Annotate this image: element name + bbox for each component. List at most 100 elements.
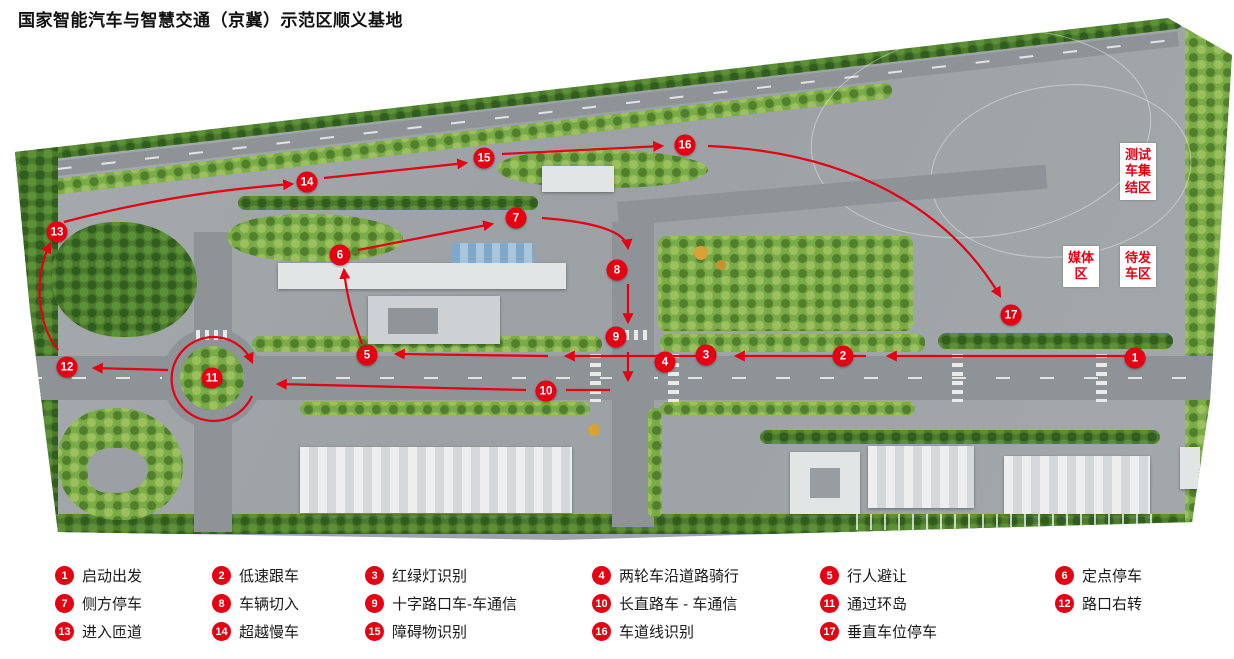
zone-media: 媒体区 bbox=[1063, 246, 1099, 287]
accent-tree bbox=[588, 424, 600, 436]
tree-row-bottom-right bbox=[760, 430, 1160, 444]
tree-row-upper-center bbox=[238, 196, 538, 210]
map-marker-6: 6 bbox=[329, 244, 351, 266]
legend-badge: 4 bbox=[592, 566, 611, 585]
site-map: 测试车集结区 媒体区 待发车区 1 2 3 4 5 6 7 8 9 10 11 … bbox=[15, 18, 1232, 540]
legend-label: 路口右转 bbox=[1082, 596, 1143, 613]
legend-badge: 16 bbox=[592, 622, 611, 641]
legend-badge: 14 bbox=[212, 622, 231, 641]
map-marker-4: 4 bbox=[654, 351, 676, 373]
crosswalk bbox=[952, 354, 963, 402]
map-marker-16: 16 bbox=[674, 134, 696, 156]
legend-item-17: 17 垂直车位停车 bbox=[820, 621, 1055, 642]
crosswalk bbox=[668, 354, 679, 402]
legend-item-12: 12 路口右转 bbox=[1055, 593, 1142, 614]
legend-item-5: 5 行人避让 bbox=[820, 565, 1055, 586]
legend-badge: 3 bbox=[365, 566, 384, 585]
site-area bbox=[15, 18, 1232, 540]
building-center-courtyard bbox=[388, 308, 438, 334]
building-long-thin bbox=[278, 263, 566, 289]
legend-badge: 15 bbox=[365, 622, 384, 641]
crosswalk bbox=[590, 354, 601, 402]
tree-strip-left bbox=[15, 140, 58, 540]
median-trees-east bbox=[938, 333, 1173, 349]
building-top-center bbox=[542, 166, 614, 192]
legend-badge: 10 bbox=[592, 594, 611, 613]
map-marker-2: 2 bbox=[832, 345, 854, 367]
green-center-upper bbox=[228, 214, 403, 262]
legend-label: 低速跟车 bbox=[239, 568, 300, 585]
legend-item-2: 2 低速跟车 bbox=[212, 565, 365, 586]
legend-badge: 2 bbox=[212, 566, 231, 585]
legend-item-9: 9 十字路口车-车通信 bbox=[365, 593, 592, 614]
kiosk bbox=[1180, 447, 1200, 489]
warehouse-bottom bbox=[300, 447, 572, 513]
legend-label: 障碍物识别 bbox=[392, 624, 468, 641]
legend-item-4: 4 两轮车沿道路骑行 bbox=[592, 565, 820, 586]
legend-badge: 8 bbox=[212, 594, 231, 613]
legend-badge: 12 bbox=[1055, 594, 1074, 613]
map-marker-13: 13 bbox=[46, 221, 68, 243]
crosswalk bbox=[196, 330, 230, 340]
median-trees-center bbox=[660, 334, 925, 352]
accent-tree bbox=[694, 246, 708, 260]
legend-label: 红绿灯识别 bbox=[392, 568, 468, 585]
legend-label: 通过环岛 bbox=[847, 596, 908, 613]
legend-item-6: 6 定点停车 bbox=[1055, 565, 1142, 586]
solar-panels bbox=[452, 243, 534, 263]
map-marker-5: 5 bbox=[356, 344, 378, 366]
legend-badge: 17 bbox=[820, 622, 839, 641]
map-marker-15: 15 bbox=[473, 147, 495, 169]
page-title: 国家智能汽车与智慧交通（京冀）示范区顺义基地 bbox=[18, 11, 403, 30]
legend-badge: 6 bbox=[1055, 566, 1074, 585]
map-marker-11: 11 bbox=[201, 367, 223, 389]
tree-row-south-center bbox=[660, 402, 915, 415]
legend-label: 超越慢车 bbox=[239, 624, 300, 641]
legend-item-16: 16 车道线识别 bbox=[592, 621, 820, 642]
legend-item-10: 10 长直路车 - 车通信 bbox=[592, 593, 820, 614]
map-marker-7: 7 bbox=[505, 207, 527, 229]
legend-badge: 9 bbox=[365, 594, 384, 613]
legend-badge: 1 bbox=[55, 566, 74, 585]
parking-stripes bbox=[856, 514, 1156, 530]
map-marker-9: 9 bbox=[605, 326, 627, 348]
legend-badge: 7 bbox=[55, 594, 74, 613]
legend-label: 行人避让 bbox=[847, 568, 908, 585]
tree-row-vertical-south bbox=[648, 408, 662, 518]
legend-item-15: 15 障碍物识别 bbox=[365, 621, 592, 642]
map-marker-14: 14 bbox=[296, 171, 318, 193]
legend-label: 十字路口车-车通信 bbox=[392, 596, 517, 613]
legend-badge: 11 bbox=[820, 594, 839, 613]
legend-item-11: 11 通过环岛 bbox=[820, 593, 1055, 614]
legend-item-14: 14 超越慢车 bbox=[212, 621, 365, 642]
map-marker-10: 10 bbox=[535, 380, 557, 402]
legend-label: 垂直车位停车 bbox=[847, 624, 938, 641]
legend-badge: 5 bbox=[820, 566, 839, 585]
crosswalk bbox=[616, 330, 652, 340]
median-trees-west bbox=[252, 336, 602, 352]
legend-label: 定点停车 bbox=[1082, 568, 1143, 585]
building-a-courtyard bbox=[810, 468, 840, 498]
legend-item-7: 7 侧方停车 bbox=[55, 593, 212, 614]
building-bottom-right-c bbox=[1004, 456, 1150, 514]
legend-label: 车道线识别 bbox=[619, 624, 695, 641]
legend-label: 长直路车 - 车通信 bbox=[619, 596, 738, 613]
legend-badge: 13 bbox=[55, 622, 74, 641]
legend-label: 车辆切入 bbox=[239, 596, 300, 613]
forest-left bbox=[52, 222, 197, 337]
zone-ready-vehicles: 待发车区 bbox=[1120, 246, 1156, 287]
accent-tree bbox=[716, 260, 726, 270]
legend-label: 两轮车沿道路骑行 bbox=[619, 568, 740, 585]
zone-test-vehicle-assembly: 测试车集结区 bbox=[1120, 143, 1156, 200]
legend-label: 侧方停车 bbox=[82, 596, 143, 613]
map-marker-1: 1 bbox=[1124, 347, 1146, 369]
legend-item-3: 3 红绿灯识别 bbox=[365, 565, 592, 586]
legend-item-8: 8 车辆切入 bbox=[212, 593, 365, 614]
building-bottom-right-b bbox=[868, 446, 974, 508]
pond bbox=[88, 448, 148, 493]
map-marker-12: 12 bbox=[56, 356, 78, 378]
